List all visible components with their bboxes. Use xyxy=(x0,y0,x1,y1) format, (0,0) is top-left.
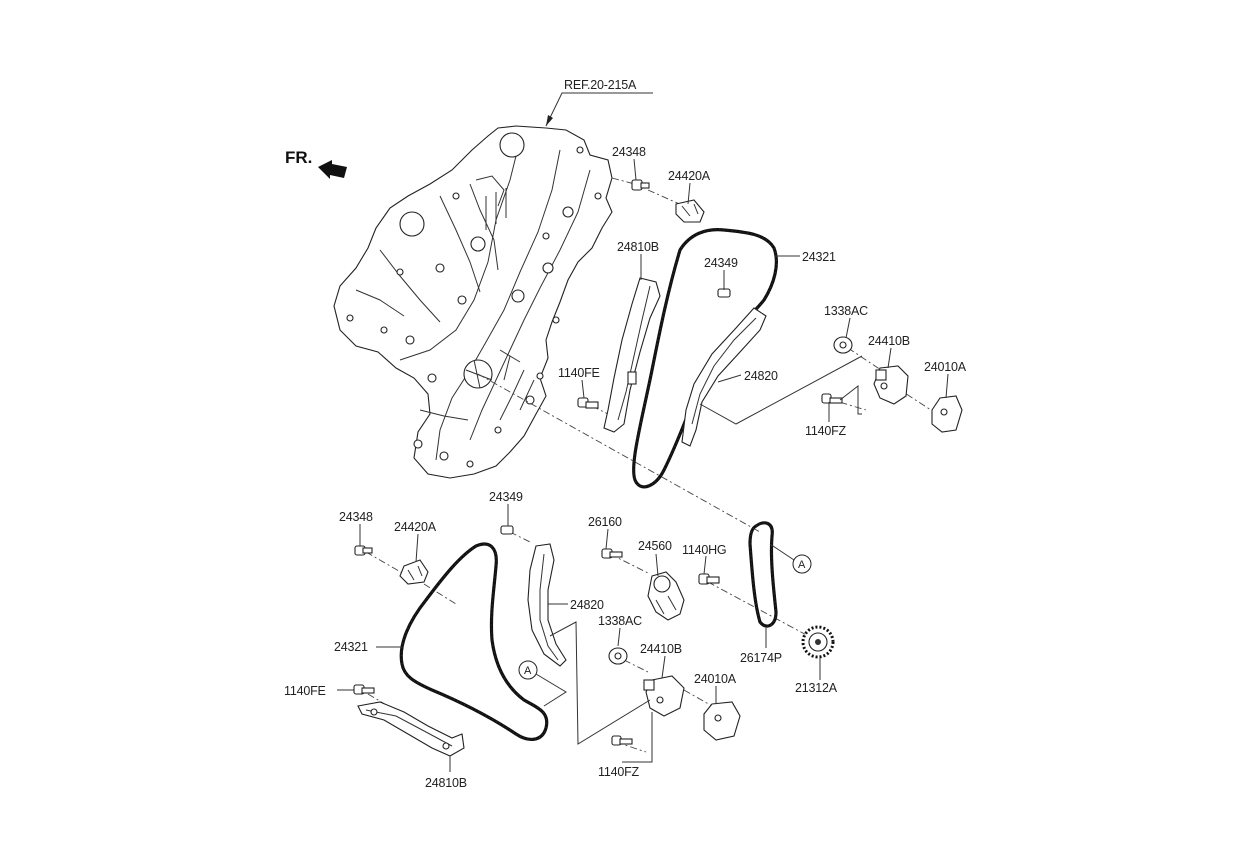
label-24010a-upper: 24010A xyxy=(924,360,967,374)
bolt-1140fz-lower xyxy=(611,735,633,746)
upper-assembly xyxy=(577,179,963,489)
leader-lines xyxy=(337,158,949,772)
bolt-24348-upper xyxy=(631,179,650,191)
label-24349-upper: 24349 xyxy=(704,256,738,270)
idler-24560 xyxy=(647,571,685,621)
bolt-1140fz-upper xyxy=(821,393,843,404)
bolt-1140fe-lower xyxy=(353,684,375,695)
bracket-24420a-upper xyxy=(675,199,705,223)
ref-callout: REF.20-215A xyxy=(545,78,653,127)
tensioner-arm-24820-upper xyxy=(681,307,767,447)
reference-marker-lower: A xyxy=(518,660,567,707)
front-arrow-icon xyxy=(318,160,347,179)
ref-label: REF.20-215A xyxy=(564,78,637,92)
label-1140fz-lower: 1140FZ xyxy=(598,765,640,779)
timing-case-cover xyxy=(333,125,613,479)
washer-1338ac-upper xyxy=(833,336,853,354)
front-indicator: FR. xyxy=(285,148,347,179)
bolt-26160 xyxy=(601,548,623,559)
label-24420a-upper: 24420A xyxy=(668,169,711,183)
cover-24010a-lower xyxy=(703,701,741,741)
tensioner-24410b-lower xyxy=(643,675,685,717)
guide-rail-24810b-lower xyxy=(357,701,465,757)
label-24420a-lower: 24420A xyxy=(394,520,437,534)
label-24348-upper: 24348 xyxy=(612,145,646,159)
reference-marker-lower-label: A xyxy=(524,665,532,677)
label-24820-upper: 24820 xyxy=(744,369,778,383)
label-1338ac-lower: 1338AC xyxy=(598,614,642,628)
lower-part-labels: 24348 24420A 24349 24321 24820 1140FE 24… xyxy=(284,490,838,790)
label-24348-lower: 24348 xyxy=(339,510,373,524)
pin-24349-upper xyxy=(717,288,731,298)
label-1140hg: 1140HG xyxy=(682,543,726,557)
bolt-24348-lower xyxy=(354,545,373,556)
label-1140fz-upper: 1140FZ xyxy=(805,424,847,438)
label-24321-upper: 24321 xyxy=(802,250,836,264)
label-24410b-upper: 24410B xyxy=(868,334,910,348)
washer-1338ac-lower xyxy=(608,647,628,665)
cover-24010a-upper xyxy=(931,395,963,433)
label-24010a-lower: 24010A xyxy=(694,672,737,686)
label-26174p: 26174P xyxy=(740,651,782,665)
label-24820-lower: 24820 xyxy=(570,598,604,612)
chain-26174p xyxy=(748,521,778,628)
label-26160: 26160 xyxy=(588,515,622,529)
bolt-1140fe-upper xyxy=(577,397,599,409)
pin-24349-lower xyxy=(500,525,514,535)
label-1140fe-upper: 1140FE xyxy=(558,366,600,380)
tensioner-24410b-upper xyxy=(873,365,909,405)
label-24321-lower: 24321 xyxy=(334,640,368,654)
label-21312a: 21312A xyxy=(795,681,838,695)
label-24349-lower: 24349 xyxy=(489,490,523,504)
sprocket-21312a xyxy=(801,625,835,659)
assembly-center-lines xyxy=(365,177,935,753)
bracket-24420a-lower xyxy=(399,559,429,585)
label-24810b-lower: 24810B xyxy=(425,776,467,790)
reference-marker-upper-label: A xyxy=(798,559,806,571)
label-1338ac-upper: 1338AC xyxy=(824,304,868,318)
tensioner-arm-24820-lower xyxy=(527,543,567,667)
label-24560: 24560 xyxy=(638,539,672,553)
guide-rail-24810b-upper xyxy=(603,277,661,433)
label-24810b-upper: 24810B xyxy=(617,240,659,254)
bolt-1140hg xyxy=(698,573,720,585)
front-indicator-label: FR. xyxy=(285,148,312,167)
upper-part-labels: 24348 24420A 24810B 24321 24349 1338AC 2… xyxy=(558,145,967,438)
chain-24321-upper xyxy=(632,228,778,489)
reference-marker-upper: A xyxy=(769,543,812,574)
label-24410b-lower: 24410B xyxy=(640,642,682,656)
lower-assembly xyxy=(353,521,835,757)
label-1140fe-lower: 1140FE xyxy=(284,684,326,698)
